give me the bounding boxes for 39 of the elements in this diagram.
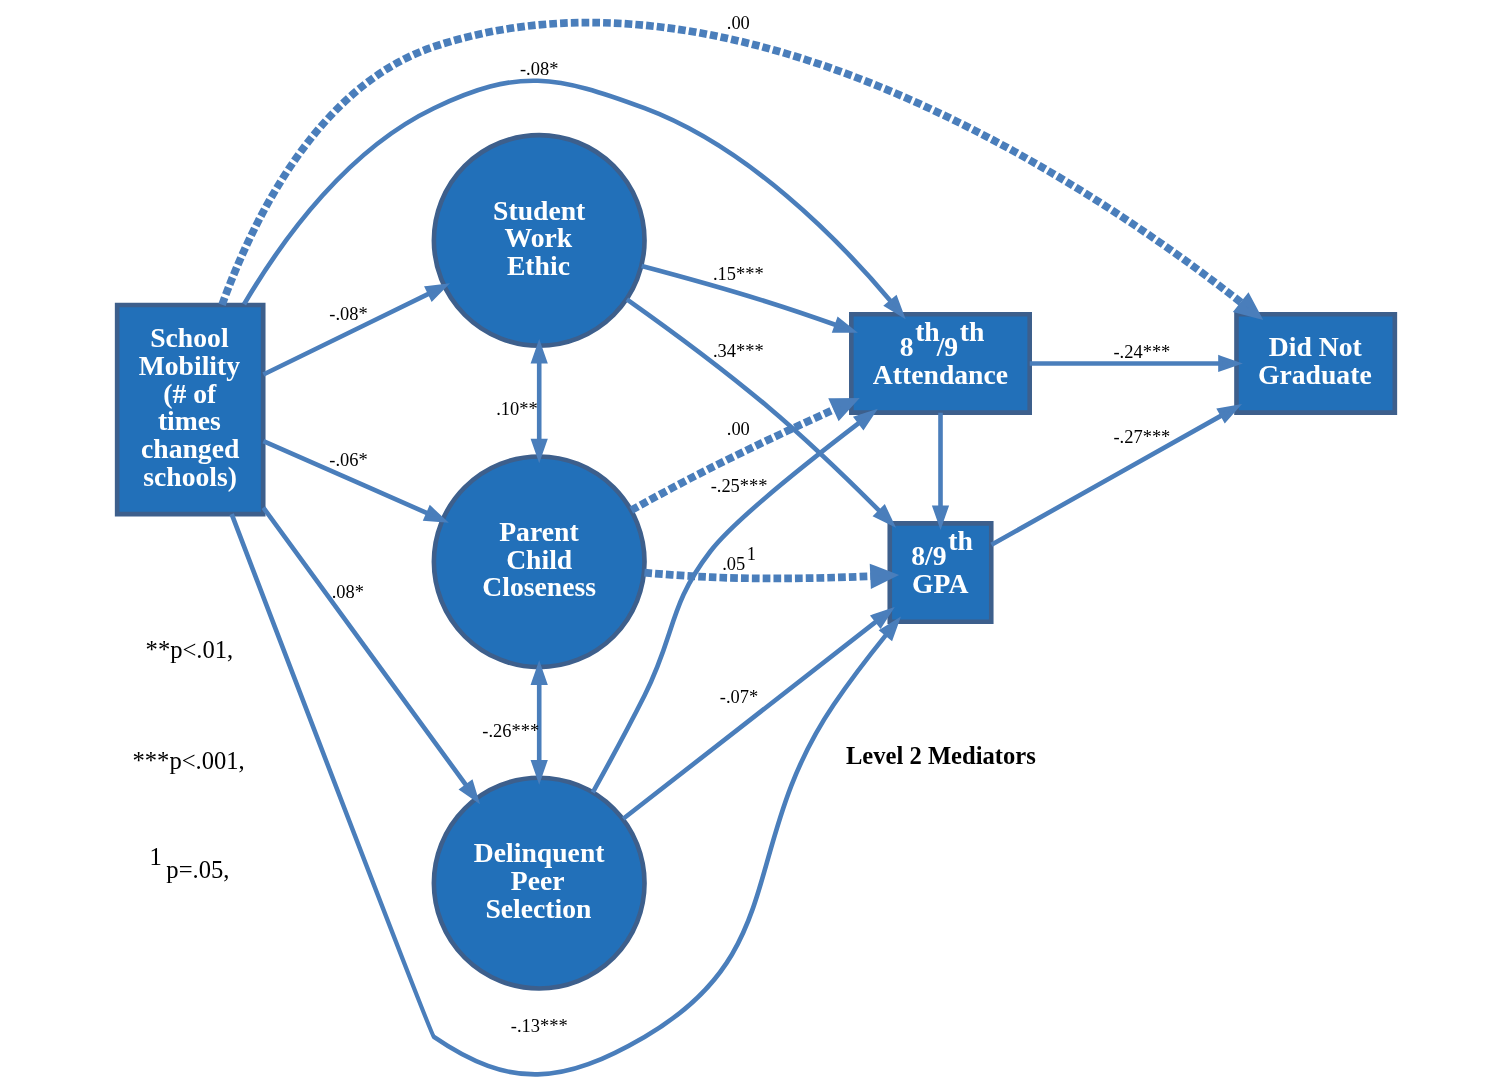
- label: ***p<.001,: [132, 747, 245, 775]
- edge-label: .08*: [331, 582, 364, 603]
- arrow: [931, 412, 950, 531]
- arrow: [641, 263, 858, 333]
- edge-label: -.08*: [519, 59, 559, 80]
- arrow: [629, 397, 860, 514]
- arrow: [530, 338, 548, 464]
- edge-label: .00: [726, 13, 750, 34]
- node-circle: Parent Child Closeness: [431, 454, 647, 670]
- edge-label: -.06*: [329, 449, 368, 470]
- node-circle: Student Work Ethic: [431, 132, 647, 349]
- edge-label: -.27***: [1113, 426, 1171, 447]
- edge-label: -.08*: [329, 303, 368, 324]
- edge-label: .15***: [712, 263, 764, 284]
- edge-label: .00: [726, 419, 750, 440]
- arrow: [242, 78, 906, 320]
- edge-label: .10**: [496, 399, 538, 420]
- node-circle: Delinquent Peer Selection: [431, 775, 647, 991]
- arrow: [625, 297, 897, 528]
- node-box: Did Not Graduate: [1234, 311, 1398, 415]
- edge-label: -.24***: [1113, 342, 1171, 363]
- arrow: [590, 408, 878, 794]
- arrow: [262, 439, 449, 523]
- edge-label: -.13***: [510, 1015, 568, 1036]
- arrow: [229, 513, 901, 1077]
- label: Level 2 Mediators: [845, 742, 1036, 770]
- arrow: [990, 403, 1242, 547]
- node-box: School Mobility (# of times changed schools): [114, 302, 266, 517]
- edge-label: -.25***: [710, 475, 768, 496]
- arrow: [1029, 354, 1243, 373]
- edge-label: -.07*: [719, 686, 759, 707]
- arrow: [530, 660, 548, 785]
- arrow: [262, 283, 450, 377]
- arrow: [261, 506, 481, 805]
- edge-label: .34***: [712, 340, 764, 361]
- label: **p<.01,: [145, 636, 234, 664]
- arrow: [218, 18, 1264, 321]
- arrow: [621, 607, 895, 821]
- arrow: [644, 563, 900, 589]
